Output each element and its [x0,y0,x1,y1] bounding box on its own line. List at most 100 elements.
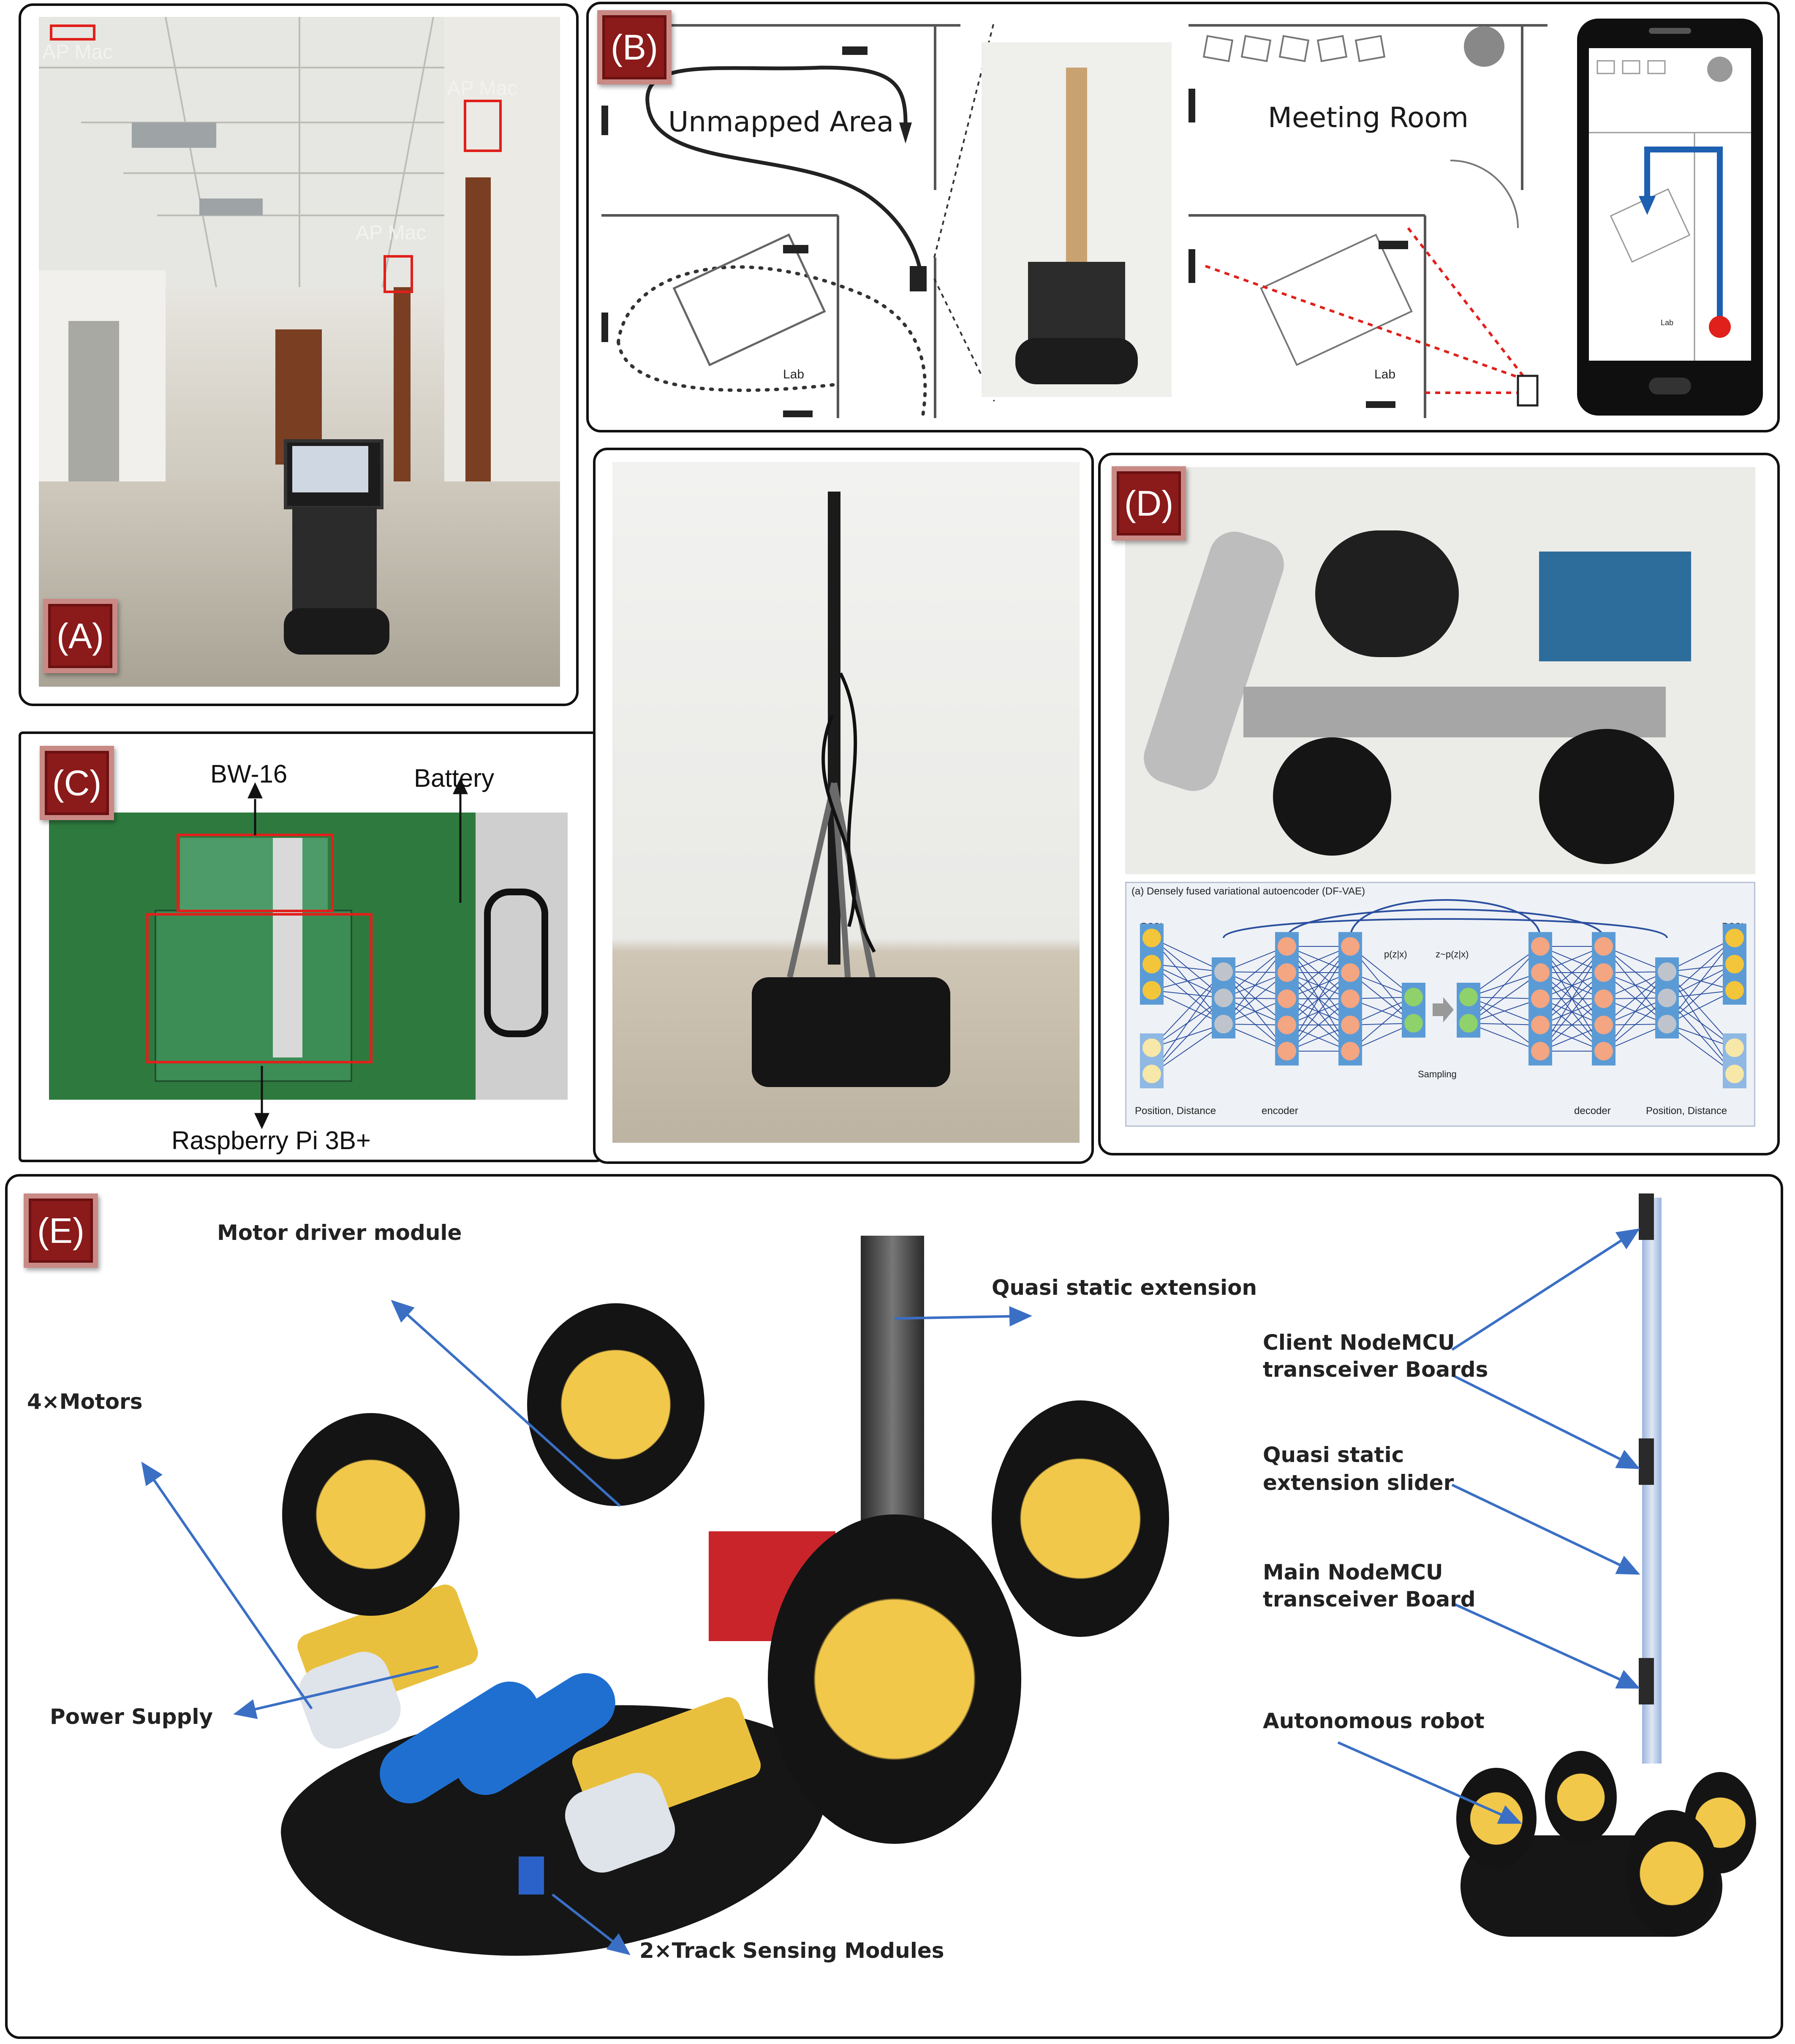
network-node [1531,963,1550,982]
power-supply-label: Power Supply [50,1704,213,1729]
network-node [1531,937,1550,956]
motor-driver-label: Motor driver module [217,1220,462,1245]
floor-plan-right-lines [1189,24,1548,418]
panel-b: Unmapped Area Lab [586,2,1780,432]
slider-label-1: Quasi static [1263,1443,1404,1467]
ap-mac-box-1 [50,24,95,41]
battery-cable [484,889,548,1037]
pzx-label: p(z|x) [1384,949,1407,959]
robot-base [284,608,389,655]
wheel-front-left [1273,737,1391,856]
network-node [1594,1016,1613,1034]
client-boards-label-1: Client NodeMCU [1263,1330,1455,1355]
skip-connection [1286,908,1605,938]
small-robot-board-mid [1639,1438,1654,1485]
wheel-front-big [768,1514,1021,1844]
skip-connection [1223,918,1668,938]
network-node [1459,988,1478,1006]
panel-c-badge: (C) [40,746,114,820]
panel-d-badge: (D) [1112,466,1186,541]
panel-a-badge: (A) [43,599,117,673]
bw16-label: BW-16 [210,760,288,788]
small-wheel-4 [1625,1810,1718,1937]
network-node [1142,1038,1161,1057]
network-node [1214,1015,1233,1033]
network-node [1142,929,1161,947]
floor-plan-left: Unmapped Area Lab [601,21,960,420]
network-node [1341,989,1360,1008]
panel-e: Motor driver module Quasi static extensi… [5,1174,1783,2039]
ap-mac-label-3: AP Mac [356,222,427,244]
lab-label-phone: Lab [1661,318,1674,327]
panel-c: BW-16 Battery Raspberry Pi 3B+ (C) [19,731,610,1162]
grey-background-right [476,813,568,1100]
lab-label-left: Lab [783,367,805,381]
decoder-label: decoder [1574,1105,1611,1117]
dfvae-diagram: (a) Densely fused variational autoencode… [1125,882,1755,1127]
lab-label-right: Lab [1374,367,1396,381]
ap-mac-box-3 [383,255,413,293]
main-board-label-1: Main NodeMCU [1263,1560,1443,1585]
network-link [1151,971,1224,1074]
tripod-mast [828,492,840,965]
encoder-label: encoder [1262,1105,1298,1117]
bw16-board [180,838,328,910]
network-link [1151,990,1224,998]
network-link [1151,971,1224,991]
ribbon-cable [273,838,302,1057]
wheel-back-left [282,1413,460,1616]
panel-center [593,448,1094,1164]
raspberry-highlight [146,913,373,1063]
floor-plan-left-lines [601,24,960,420]
network-node [1278,1042,1296,1060]
battery-label: Battery [414,764,495,792]
robot-body [292,507,377,617]
network-node [1278,1016,1296,1034]
robot-mast [1066,68,1087,270]
mapping-robot-photo [982,42,1172,397]
skip-connection [1349,899,1541,938]
network-node [1725,1038,1744,1057]
meeting-room-label: Meeting Room [1268,101,1469,134]
network-node [1341,937,1360,956]
small-wheel-2 [1545,1751,1617,1844]
small-robot-board-top [1639,1193,1654,1240]
right-wall [444,17,560,566]
smartphone-screen: Lab [1589,48,1751,361]
network-node [1725,981,1744,1000]
network-node [1142,1065,1161,1083]
position-right-label: Position, Distance [1646,1105,1727,1117]
network-link [1151,998,1224,1074]
network-link [1468,972,1541,1024]
network-node [1594,963,1613,982]
panel-e-arrows [141,1228,1640,1955]
network-link [1468,946,1541,998]
network-node [1278,989,1296,1008]
lidar-unit [1315,530,1459,657]
network-link [1151,938,1224,972]
ap-mac-label-1: AP Mac [42,41,113,63]
smartphone-home-button [1649,378,1691,394]
network-node [1278,963,1296,982]
motors-label: 4×Motors [27,1389,143,1414]
network-node [1594,989,1613,1008]
floor-plan-right: Meeting Room Lab [1189,21,1548,418]
depth-camera [1137,525,1291,798]
phone-map [1589,57,1751,361]
network-node [1725,1065,1744,1083]
quasi-static-pole [861,1236,924,1540]
tripod-legs [787,672,877,995]
network-node [1341,1042,1360,1060]
sampling-arrow [1433,997,1454,1022]
panel-e-badge: (E) [24,1193,98,1268]
position-left-label: Position, Distance [1135,1105,1216,1117]
wheel-back-right [527,1303,704,1506]
network-node [1341,1016,1360,1034]
network-node [1142,981,1161,1000]
network-node [1531,1016,1550,1034]
network-link [1468,1023,1541,1052]
hardware-photo [49,813,568,1100]
network-link [1151,971,1224,1048]
client-boards-label-2: transceiver Boards [1263,1357,1488,1382]
dfvae-network [1140,899,1746,1088]
